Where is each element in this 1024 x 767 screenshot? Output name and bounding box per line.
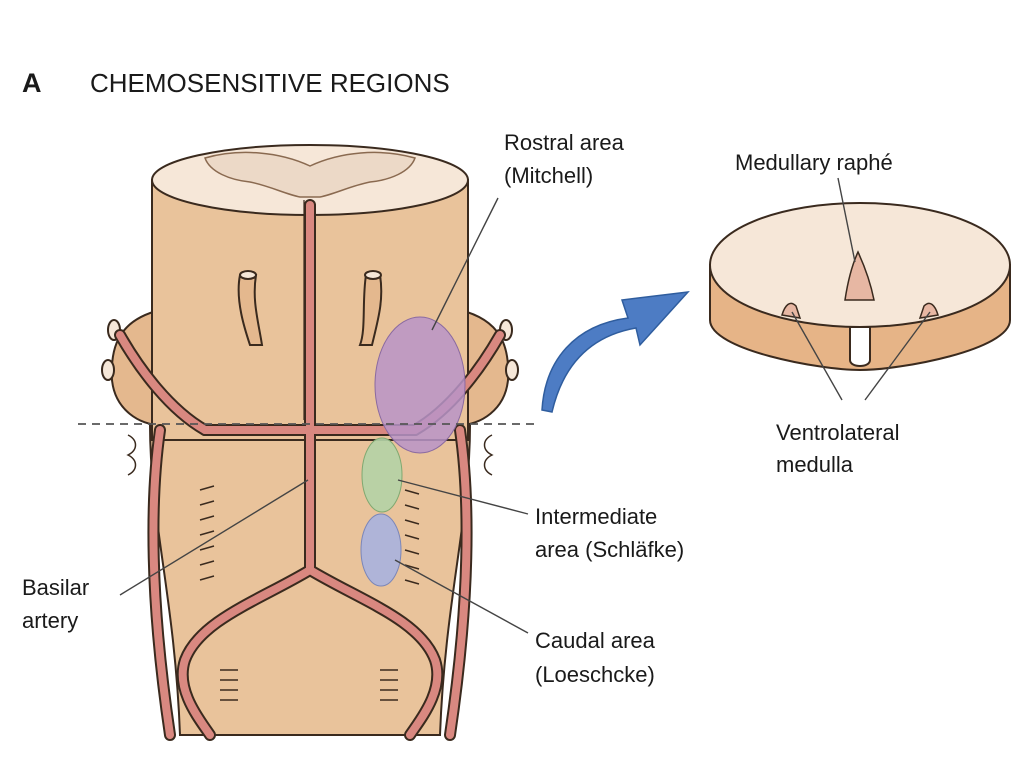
figure-title: CHEMOSENSITIVE REGIONS — [90, 68, 450, 98]
pointer-lines — [119, 177, 931, 634]
pointer-vlm-right — [864, 311, 931, 401]
gray-matter — [204, 151, 416, 198]
arteries — [114, 199, 506, 741]
pointer-rostral — [431, 197, 499, 331]
label-basilar-2: artery — [22, 608, 78, 633]
pointer-raphe — [837, 177, 856, 263]
ventral-notch — [849, 326, 871, 367]
label-ventrolateral-1: Ventrolateral — [776, 420, 900, 445]
label-rostral-2: (Mitchell) — [504, 163, 593, 188]
intermediate-region — [361, 437, 403, 513]
rostral-region — [374, 316, 466, 454]
pointer-vlm-left — [791, 311, 843, 401]
medulla-cross-section — [709, 202, 1011, 372]
label-intermediate-1: Intermediate — [535, 504, 657, 529]
caudal-region — [360, 513, 402, 587]
rootlets — [126, 434, 494, 701]
nerve-root-right — [358, 274, 383, 346]
label-basilar-1: Basilar — [22, 575, 89, 600]
artery-fill — [116, 201, 504, 739]
nerve-left-tip — [239, 270, 257, 280]
label-raphe: Medullary raphé — [735, 150, 893, 175]
pointer-basilar — [119, 479, 309, 596]
label-rostral-1: Rostral area — [504, 130, 625, 155]
nerve-root-left — [237, 274, 264, 346]
label-ventrolateral-2: medulla — [776, 452, 854, 477]
nerve-right-tip — [364, 270, 382, 280]
lateral-stub-right-2 — [505, 359, 519, 381]
vlm-left — [781, 302, 802, 319]
pointer-caudal — [394, 559, 529, 634]
label-intermediate-2: area (Schläfke) — [535, 537, 684, 562]
section-arrow — [541, 291, 690, 413]
pointer-intermediate — [397, 479, 529, 515]
lateral-stub-left-2 — [101, 359, 115, 381]
raphe-structure — [844, 250, 875, 301]
panel-letter: A — [22, 68, 42, 98]
label-caudal-1: Caudal area — [535, 628, 656, 653]
label-caudal-2: (Loeschcke) — [535, 662, 655, 687]
vlm-right — [918, 302, 939, 319]
